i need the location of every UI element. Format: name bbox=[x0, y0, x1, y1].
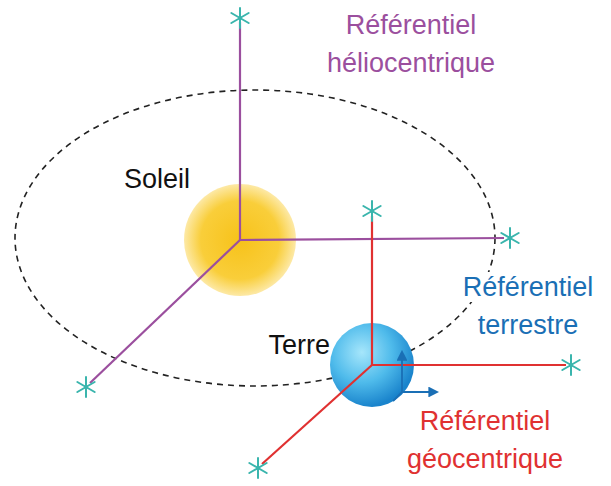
body-label: Soleil bbox=[124, 164, 190, 194]
star-symbols bbox=[77, 8, 579, 478]
star bbox=[562, 355, 579, 375]
frame-label-box: Référentiel terrestre bbox=[448, 268, 608, 344]
body-label-box: Terre bbox=[246, 326, 330, 364]
frame-label: Référentiel héliocentrique bbox=[327, 10, 495, 78]
body-label: Terre bbox=[268, 330, 330, 360]
star bbox=[501, 228, 518, 248]
frame-label: Référentiel terrestre bbox=[463, 272, 594, 340]
star bbox=[363, 201, 380, 221]
terrestrial-axes bbox=[393, 352, 437, 401]
star bbox=[249, 458, 266, 478]
frame-label: Référentiel géocentrique bbox=[407, 406, 563, 474]
frame-label-box: Référentiel géocentrique bbox=[378, 402, 592, 478]
body-label-box: Soleil bbox=[96, 160, 190, 198]
star bbox=[231, 8, 248, 28]
star bbox=[77, 377, 94, 397]
frame-label-box: Référentiel héliocentrique bbox=[300, 6, 522, 82]
